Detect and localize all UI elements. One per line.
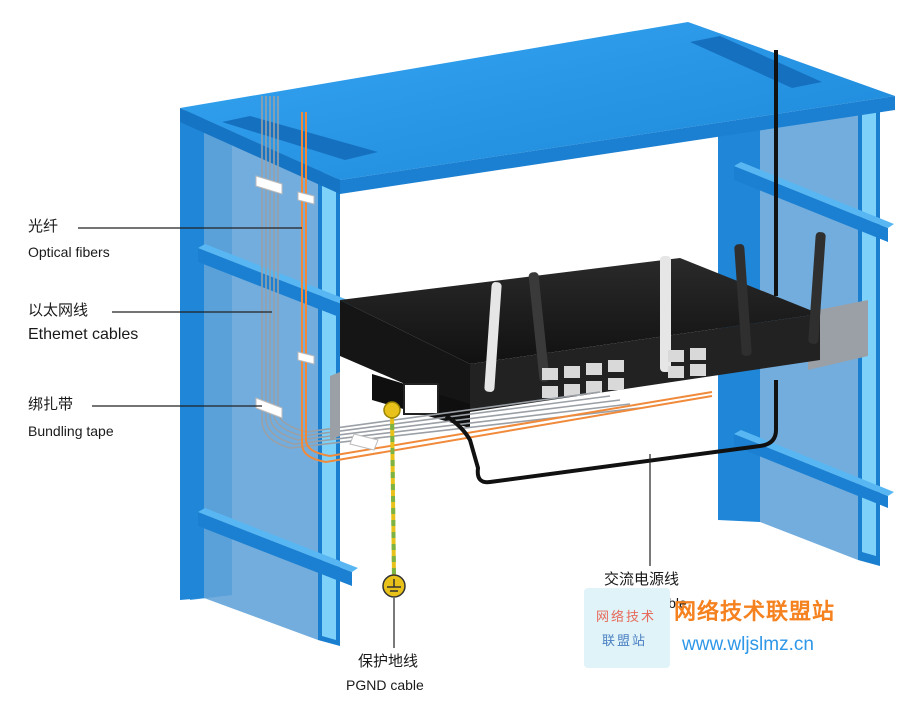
- bundling-tape-label-en: Bundling tape: [28, 423, 114, 439]
- mounting-bracket: [808, 300, 868, 370]
- ethernet-cables-label-zh: 以太网线: [28, 301, 89, 319]
- watermark-url: www.wljslmz.cn: [682, 634, 814, 655]
- ethernet-ports: [542, 348, 706, 398]
- bundling-tape-label-zh: 绑扎带: [28, 395, 74, 413]
- bundling-tapes: [255, 175, 379, 451]
- right-post: [718, 100, 894, 566]
- pgnd-cable-label-en: PGND cable: [346, 677, 424, 693]
- watermark-logo-line1: 网络技术: [596, 610, 657, 625]
- power-socket: [403, 383, 439, 415]
- ac-power-cable-line: [444, 50, 778, 485]
- watermark-logo: 网络技术 联盟站: [584, 588, 670, 668]
- ac-power-cable-label-zh: 交流电源线: [604, 570, 680, 588]
- ethernet-cables-label-en: Ethemet cables: [28, 326, 139, 343]
- leader-lines: [78, 227, 651, 648]
- pgnd-cable-label-zh: 保护地线: [358, 652, 419, 670]
- optical-fibers-label-en: Optical fibers: [28, 244, 110, 260]
- left-front-post: [180, 110, 340, 646]
- watermark-name: 网络技术联盟站: [674, 600, 836, 625]
- watermark-logo-line2: 联盟站: [602, 634, 648, 649]
- ground-icon: [382, 574, 406, 598]
- rack-top: [180, 22, 895, 194]
- antennas: [484, 232, 826, 392]
- optical-fiber: [301, 112, 713, 464]
- optical-fibers-label-zh: 光纤: [28, 217, 59, 235]
- pgnd-cable-line: [383, 401, 401, 579]
